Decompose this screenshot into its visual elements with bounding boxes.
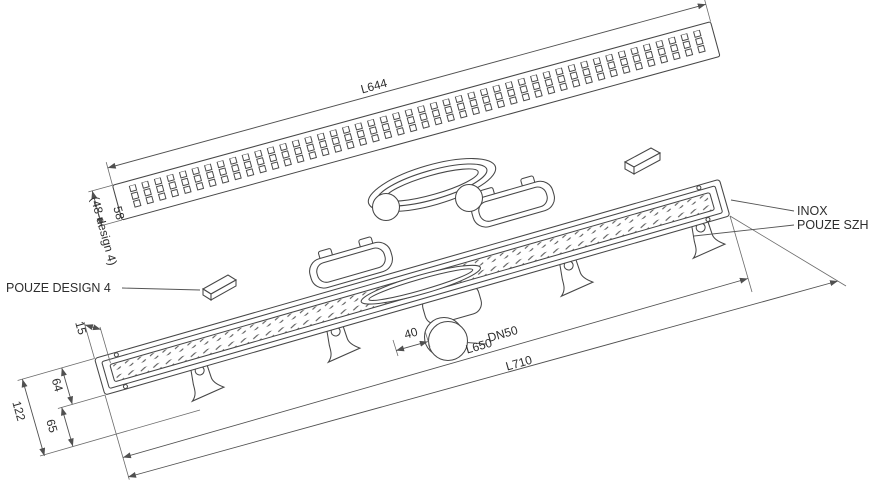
- material-label: INOX: [797, 204, 828, 218]
- design-part-callout: POUZE DESIGN 4: [6, 281, 201, 295]
- total-height-label: 122: [9, 399, 28, 422]
- foot-height-label: 65: [43, 418, 60, 435]
- dimension-heights-left: 15 64 122 65: [9, 320, 201, 457]
- outlet-offset-label: 40: [403, 324, 420, 341]
- rim-hole: [113, 352, 119, 358]
- grate-length-label: L644: [359, 76, 389, 97]
- anchor-clip-left: [201, 274, 238, 301]
- model-label: POUZE SZH: [797, 218, 869, 232]
- grate-width-note-label: (48-design 4): [88, 195, 120, 267]
- rim-hole: [705, 216, 711, 223]
- siphon-ball-left: [371, 192, 401, 222]
- rim-hole: [696, 185, 702, 191]
- design-part-label: POUZE DESIGN 4: [6, 281, 111, 295]
- outlet-pipe-front: [427, 320, 469, 362]
- grate-width-label: 58: [110, 205, 127, 222]
- siphon-ball-right: [454, 183, 484, 213]
- anchor-clip-right: [623, 147, 662, 175]
- body-height-label: 64: [49, 377, 66, 394]
- rim-height-label: 15: [72, 320, 89, 337]
- material-model-callout: INOX POUZE SZH: [693, 199, 869, 237]
- dimension-grate-length: L644: [105, 0, 711, 186]
- channel-body: [94, 179, 730, 395]
- channel-length-label: L650: [464, 336, 494, 357]
- overall-length-label: L710: [504, 353, 534, 374]
